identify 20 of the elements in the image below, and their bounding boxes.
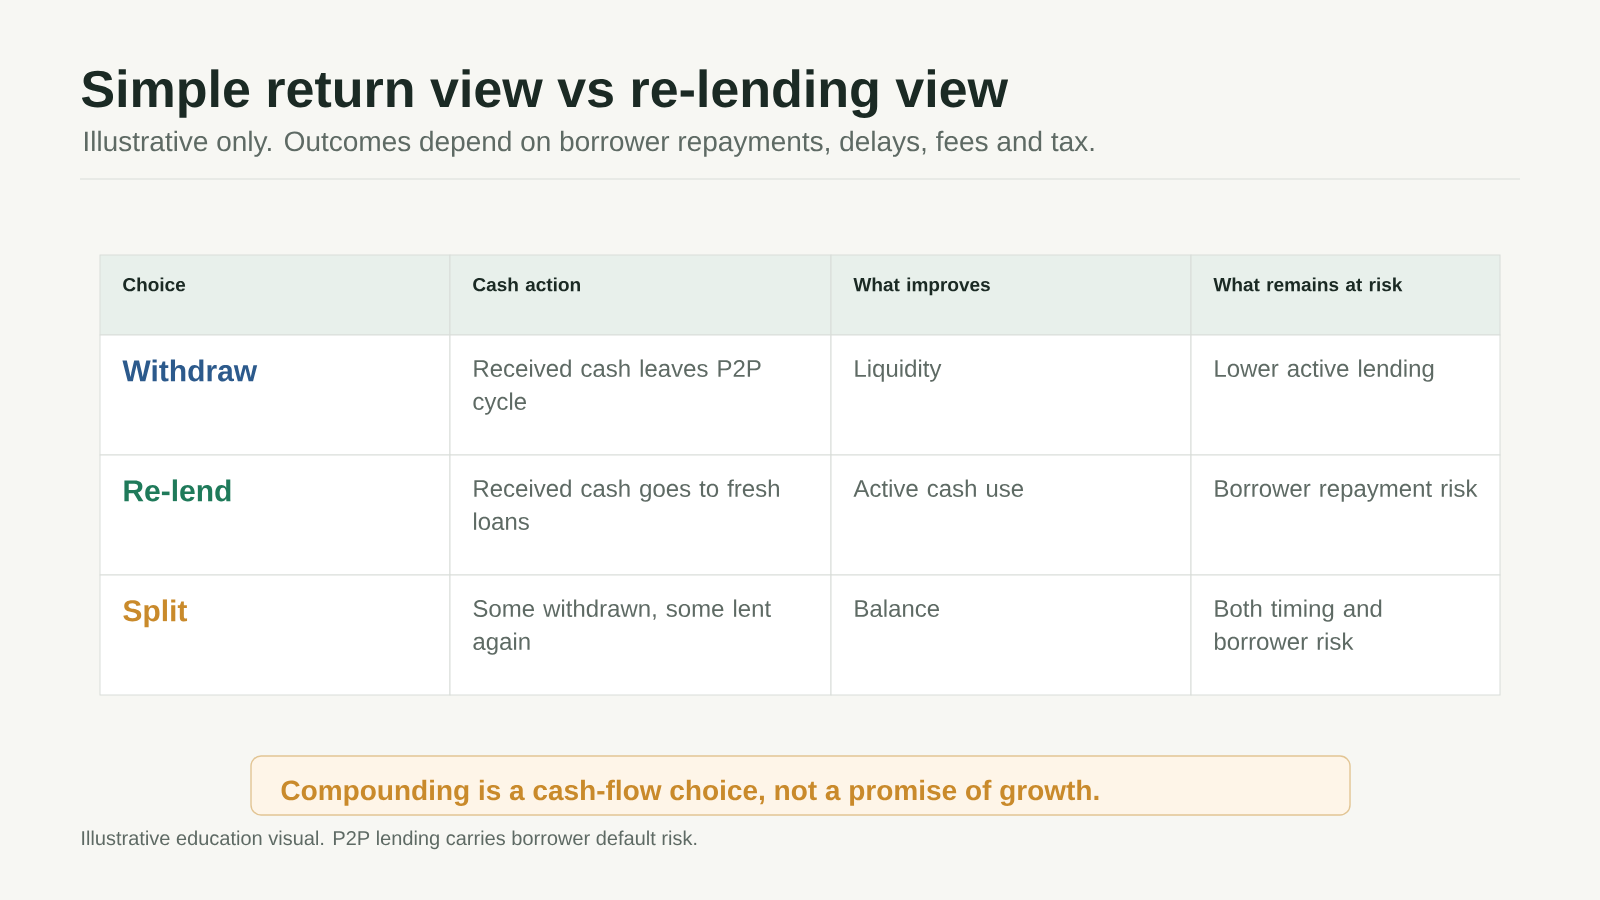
choice-cell: Re-lend (99, 454, 451, 576)
callout-box: Compounding is a cash-flow choice, not a promise of growth. (250, 755, 1351, 816)
table-cell: Some withdrawn, some lent again (449, 574, 832, 696)
table-cell: Lower active lending (1190, 334, 1501, 456)
choice-cell: Split (99, 574, 451, 696)
header-cell: What remains at risk (1190, 254, 1501, 336)
header-cell: Cash action (449, 254, 832, 336)
header-cell: Choice (99, 254, 451, 336)
title: Simple return view vs re-lending view (81, 69, 1009, 118)
header-cell: What improves (830, 254, 1192, 336)
table-cell: Active cash use (830, 454, 1192, 576)
table-cell: Liquidity (830, 334, 1192, 456)
table-cell: Borrower repayment risk (1190, 454, 1501, 576)
subtitle: Illustrative only. Outcomes depend on borrower repayments, delays, fees and tax. (85, 130, 1094, 157)
table-cell: Balance (830, 574, 1192, 696)
table-cell: Both timing and borrower risk (1190, 574, 1501, 696)
choice-cell: Withdraw (99, 334, 451, 456)
table-cell: Received cash goes to fresh loans (449, 454, 832, 576)
table-cell: Received cash leaves P2P cycle (449, 334, 832, 456)
footer-note: Illustrative education visual. P2P lending carries borrower default risk. (82, 830, 697, 850)
